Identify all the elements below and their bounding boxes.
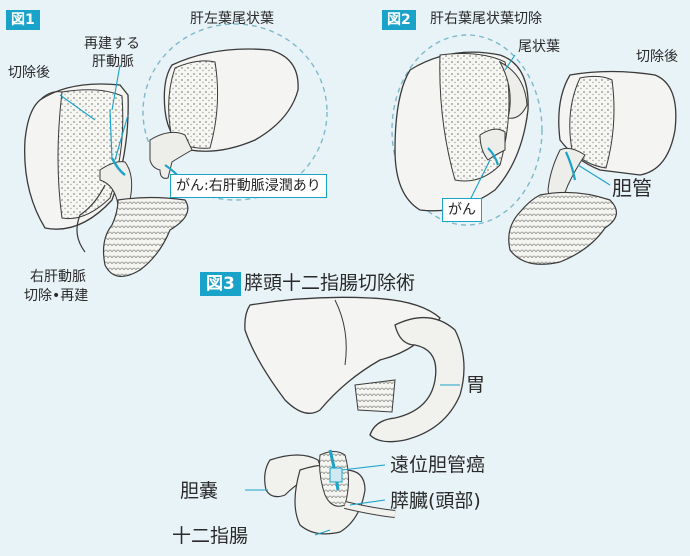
fig2-badge: 図2	[382, 10, 416, 30]
fig3-stomach-label: 胃	[466, 376, 485, 395]
fig1-pancreas	[104, 198, 188, 277]
fig2-cancer-callout: がん	[442, 198, 482, 222]
fig3-distal-cancer-label: 遠位胆管癌	[390, 456, 485, 475]
fig3-liver	[245, 297, 440, 413]
fig3-title: 膵頭十二指腸切除術	[244, 274, 415, 293]
fig3-duodenum-label: 十二指腸	[172, 527, 248, 546]
fig1-cancer-callout: がん:右肝動脈浸潤あり	[170, 174, 327, 198]
fig1-reconstructed-artery-line2: 肝動脈	[92, 55, 134, 69]
fig1-right-artery-line1: 右肝動脈	[30, 270, 86, 284]
fig2-bile-duct-label: 胆管	[612, 178, 652, 198]
fig3-pancreas-label: 膵臓(頭部)	[390, 492, 481, 511]
fig1-right-artery-line2: 切除•再建	[24, 289, 88, 303]
fig3-badge: 図3	[200, 272, 241, 296]
fig2-after-resection-label: 切除後	[636, 50, 678, 64]
fig2-resected-lobe	[392, 35, 542, 225]
fig2-pancreas	[509, 192, 617, 264]
fig1-badge: 図1	[6, 10, 40, 30]
fig1-title: 肝左葉尾状葉	[190, 12, 274, 26]
fig1-after-resection-label: 切除後	[8, 66, 50, 80]
fig1-reconstructed-artery-line1: 再建する	[84, 37, 140, 51]
fig2-title: 肝右葉尾状葉切除	[430, 12, 542, 26]
fig2-caudate-lobe-label: 尾状葉	[518, 40, 560, 54]
fig3-duodenum-pancreas	[265, 450, 395, 534]
fig3-gallbladder-label: 胆嚢	[180, 482, 218, 501]
